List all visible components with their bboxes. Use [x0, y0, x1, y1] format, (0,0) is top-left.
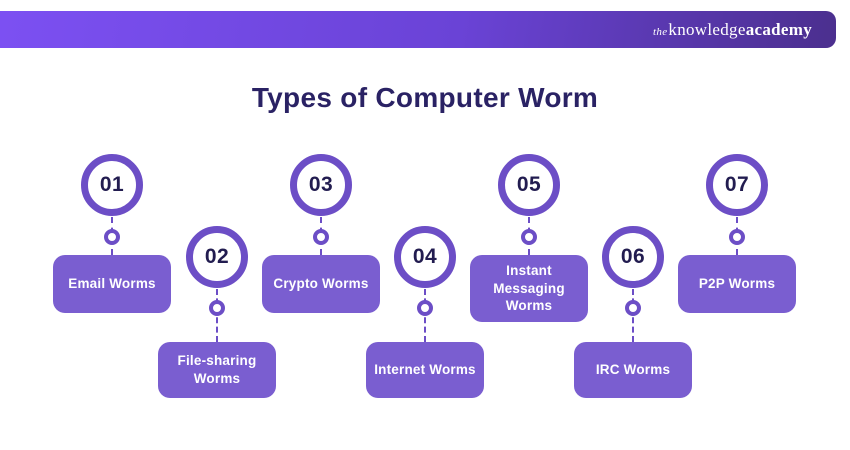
step-label: IRC Worms	[595, 362, 671, 378]
connector-dot	[313, 229, 329, 245]
step-label: File-sharing Worms	[177, 353, 257, 386]
worm-type-item-5: 05 Instant Messaging Worms	[470, 0, 588, 450]
step-label: P2P Worms	[698, 276, 776, 292]
step-circle: 04	[394, 226, 456, 288]
step-circle: 05	[498, 154, 560, 216]
connector-dot	[104, 229, 120, 245]
step-label: Email Worms	[68, 276, 156, 292]
connector-dot	[521, 229, 537, 245]
worm-type-item-2: 02 File-sharing Worms	[158, 0, 276, 450]
step-label-box: IRC Worms	[574, 342, 692, 398]
page-title: Types of Computer Worm	[251, 82, 599, 113]
worm-type-item-4: 04 Internet Worms	[366, 0, 484, 450]
worm-type-item-7: 07 P2P Worms	[678, 0, 796, 450]
connector-dot	[209, 300, 225, 316]
step-circle: 07	[706, 154, 768, 216]
brand-logo: theknowledgeacademy	[653, 20, 812, 40]
step-number: 05	[516, 173, 542, 196]
step-circle: 01	[81, 154, 143, 216]
connector-dot	[625, 300, 641, 316]
step-number: 04	[412, 245, 438, 268]
step-label-box: File-sharing Worms	[158, 342, 276, 398]
worm-type-item-1: 01 Email Worms	[53, 0, 171, 450]
logo-knowledge: knowledge	[668, 19, 746, 39]
step-number: 06	[620, 245, 646, 268]
step-label: Internet Worms	[374, 362, 476, 378]
step-number: 03	[308, 173, 334, 196]
step-label-box: Email Worms	[53, 255, 171, 313]
step-label: Instant Messaging Worms	[493, 263, 565, 314]
step-label: Crypto Worms	[273, 276, 369, 292]
logo-academy: academy	[745, 19, 812, 39]
connector-dot	[729, 229, 745, 245]
step-number: 07	[724, 173, 750, 196]
brand-header-bar: theknowledgeacademy	[0, 11, 836, 48]
step-label-box: Instant Messaging Worms	[470, 255, 588, 322]
step-label-box: Crypto Worms	[262, 255, 380, 313]
connector-dot	[417, 300, 433, 316]
logo-the: the	[653, 25, 668, 38]
worm-type-item-3: 03 Crypto Worms	[262, 0, 380, 450]
worm-type-item-6: 06 IRC Worms	[574, 0, 692, 450]
step-label-box: Internet Worms	[366, 342, 484, 398]
step-circle: 06	[602, 226, 664, 288]
step-number: 01	[99, 173, 125, 196]
step-number: 02	[204, 245, 230, 268]
step-circle: 03	[290, 154, 352, 216]
step-circle: 02	[186, 226, 248, 288]
step-label-box: P2P Worms	[678, 255, 796, 313]
